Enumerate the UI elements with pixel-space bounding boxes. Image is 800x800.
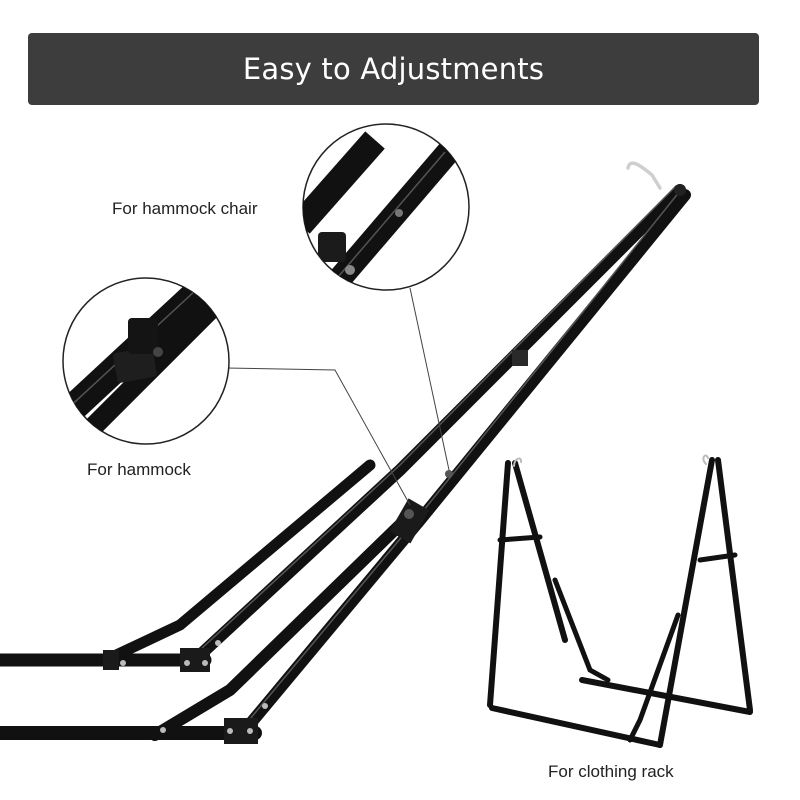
hook-icon xyxy=(626,161,662,190)
callout-line-hammock xyxy=(225,367,411,506)
label-clothing-rack: For clothing rack xyxy=(548,762,674,781)
banner-title: Easy to Adjustments xyxy=(242,52,545,86)
clothing-rack-frame xyxy=(487,454,753,748)
title-banner: Easy to Adjustments xyxy=(28,33,759,105)
detail-circle-chair xyxy=(302,123,470,291)
label-hammock-chair: For hammock chair xyxy=(112,199,258,218)
hammock-stand-frame xyxy=(0,161,691,744)
label-hammock: For hammock xyxy=(87,460,191,479)
callout-line-chair xyxy=(409,287,450,471)
detail-circle-hammock xyxy=(62,277,230,445)
